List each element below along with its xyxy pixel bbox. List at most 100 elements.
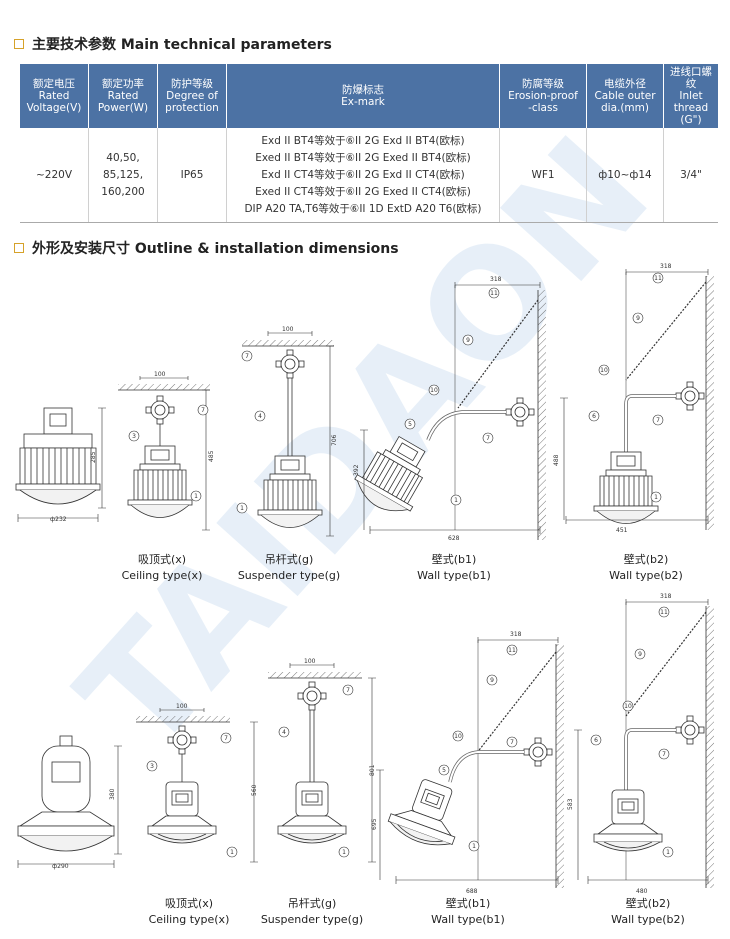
callout-11: 11 xyxy=(652,272,664,284)
cell-voltage: ~220V xyxy=(20,128,89,223)
callout-9: 9 xyxy=(486,674,498,686)
svg-text:10: 10 xyxy=(600,367,608,374)
svg-text:801: 801 xyxy=(369,764,376,776)
svg-text:9: 9 xyxy=(490,677,494,684)
svg-text:485: 485 xyxy=(208,450,215,462)
wall-b2-drawing-row1 xyxy=(560,269,714,530)
callout-7: 7 xyxy=(220,732,232,744)
svg-text:10: 10 xyxy=(430,387,438,394)
callout-1: 1 xyxy=(468,840,480,852)
svg-text:11: 11 xyxy=(660,609,668,616)
cell-erosion: WF1 xyxy=(499,128,587,223)
callout-11: 11 xyxy=(488,287,500,299)
svg-text:1: 1 xyxy=(194,493,198,500)
callout-1: 1 xyxy=(450,494,462,506)
callout-4: 4 xyxy=(254,410,266,422)
svg-text:1: 1 xyxy=(454,497,458,504)
caption-ceiling-row1: 吸顶式(x)Ceiling type(x) xyxy=(121,553,203,582)
section-title-outline: 外形及安装尺寸 Outline & installation dimension… xyxy=(14,238,399,258)
caption-wall-b1-row1: 壁式(b1)Wall type(b1) xyxy=(417,553,491,582)
cell-exmark: Exd II BT4等效于⑥II 2G Exd II BT4(欧标) Exed … xyxy=(226,128,500,223)
svg-text:706: 706 xyxy=(331,434,338,446)
table-row: ~220V 40,50,85,125,160,200 IP65 Exd II B… xyxy=(20,128,718,223)
svg-text:7: 7 xyxy=(245,353,249,360)
section-bullet-icon xyxy=(14,39,24,49)
callout-11: 11 xyxy=(506,644,518,656)
svg-text:480: 480 xyxy=(636,888,648,895)
svg-text:11: 11 xyxy=(490,290,498,297)
wall-b2-drawing-row2 xyxy=(574,599,714,888)
svg-text:11: 11 xyxy=(654,275,662,282)
cell-power: 40,50,85,125,160,200 xyxy=(88,128,158,223)
caption-wall-b2-row1: 壁式(b2)Wall type(b2) xyxy=(609,553,683,582)
svg-text:9: 9 xyxy=(636,315,640,322)
section-bullet-icon xyxy=(14,243,24,253)
svg-text:318: 318 xyxy=(660,263,672,270)
svg-text:9: 9 xyxy=(638,651,642,658)
svg-text:11: 11 xyxy=(508,647,516,654)
svg-text:4: 4 xyxy=(258,413,262,420)
svg-text:451: 451 xyxy=(616,527,628,534)
cell-cable: ф10~ф14 xyxy=(586,128,664,223)
suspender-drawing-row2 xyxy=(268,663,376,863)
svg-text:285: 285 xyxy=(90,451,97,463)
svg-text:100: 100 xyxy=(304,658,316,665)
svg-text:628: 628 xyxy=(448,535,460,542)
svg-text:1: 1 xyxy=(472,843,476,850)
svg-text:1: 1 xyxy=(666,849,670,856)
svg-text:5: 5 xyxy=(408,421,412,428)
svg-text:318: 318 xyxy=(490,276,502,283)
svg-text:5: 5 xyxy=(442,767,446,774)
callout-7: 7 xyxy=(197,404,209,416)
callout-1: 1 xyxy=(338,846,350,858)
callout-10: 10 xyxy=(598,364,610,376)
callout-9: 9 xyxy=(462,334,474,346)
svg-text:695: 695 xyxy=(371,818,378,830)
callout-1: 1 xyxy=(226,846,238,858)
callout-1: 1 xyxy=(190,490,202,502)
svg-text:7: 7 xyxy=(201,407,205,414)
callout-10: 10 xyxy=(452,730,464,742)
svg-text:3: 3 xyxy=(150,763,154,770)
front-view-row1 xyxy=(15,407,106,522)
svg-text:560: 560 xyxy=(251,784,258,796)
ceiling-drawing-row2 xyxy=(136,708,258,863)
svg-text:1: 1 xyxy=(230,849,234,856)
callout-10: 10 xyxy=(428,384,440,396)
svg-text:7: 7 xyxy=(656,417,660,424)
callout-7: 7 xyxy=(658,748,670,760)
svg-text:100: 100 xyxy=(282,326,294,333)
caption-suspender-row2: 吊杆式(g)Suspender type(g) xyxy=(260,897,364,926)
caption-ceiling-row2: 吸顶式(x)Ceiling type(x) xyxy=(148,897,230,926)
svg-text:7: 7 xyxy=(662,751,666,758)
caption-wall-b1-row2: 壁式(b1)Wall type(b1) xyxy=(431,897,505,926)
callout-7: 7 xyxy=(652,414,664,426)
callout-5: 5 xyxy=(438,764,450,776)
callout-1: 1 xyxy=(662,846,674,858)
svg-text:100: 100 xyxy=(176,703,188,710)
svg-text:7: 7 xyxy=(510,739,514,746)
cell-protection: IP65 xyxy=(157,128,227,223)
svg-text:4: 4 xyxy=(282,729,286,736)
caption-wall-b2-row2: 壁式(b2)Wall type(b2) xyxy=(611,897,685,926)
svg-text:100: 100 xyxy=(154,371,166,378)
caption-suspender-row1: 吊杆式(g)Suspender type(g) xyxy=(237,553,341,582)
svg-text:10: 10 xyxy=(454,733,462,740)
svg-text:488: 488 xyxy=(553,454,560,466)
svg-text:318: 318 xyxy=(510,631,522,638)
callout-7: 7 xyxy=(241,350,253,362)
callout-1: 1 xyxy=(236,502,248,514)
callout-3: 3 xyxy=(146,760,158,772)
callout-7: 7 xyxy=(342,684,354,696)
svg-text:9: 9 xyxy=(466,337,470,344)
suspender-drawing-row1 xyxy=(242,331,334,537)
callout-7: 7 xyxy=(506,736,518,748)
